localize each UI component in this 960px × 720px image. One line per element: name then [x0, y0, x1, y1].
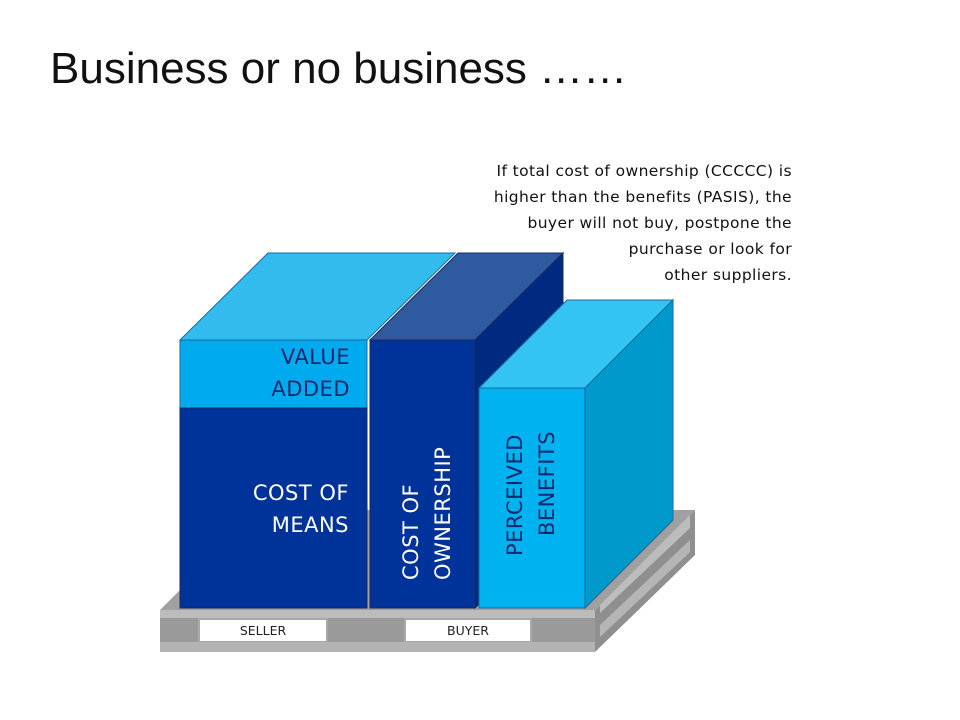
seller-plate [200, 620, 326, 641]
note-line: other suppliers. [664, 266, 792, 284]
pallet-plank [160, 610, 595, 618]
slide-title: Business or no business …… [50, 44, 628, 93]
pallet-side-slat [600, 540, 690, 637]
note-line: purchase or look for [628, 240, 792, 258]
value-added-label-line2: ADDED [271, 377, 350, 401]
value-added-label-line1: VALUE [281, 345, 350, 369]
note-line: If total cost of ownership (CCCCC) is [496, 162, 792, 180]
buyer-label: BUYER [447, 623, 489, 638]
benefits-label-line2: BENEFITS [535, 431, 559, 536]
ownership-label-line1: COST OF [399, 484, 423, 580]
perceived-benefits-box: PERCEIVED BENEFITS [477, 298, 675, 610]
pallet-plank [160, 642, 595, 652]
pallet-block [532, 618, 595, 642]
pallet-block [328, 618, 404, 642]
seller-box: VALUE ADDED COST OF MEANS [178, 252, 457, 609]
pallet-side-slat [600, 515, 690, 613]
pallet-block [160, 618, 198, 642]
value-added-block [179, 339, 368, 409]
buyer-plate [406, 620, 530, 641]
cost-of-means-block [179, 407, 368, 609]
seller-label: SELLER [240, 623, 287, 638]
note-line: buyer will not buy, postpone the [527, 214, 792, 232]
ownership-label-line2: OWNERSHIP [431, 447, 455, 580]
cost-of-means-label-line1: COST OF [253, 481, 349, 505]
note-text: If total cost of ownership (CCCCC) is hi… [380, 158, 792, 288]
cost-of-means-label-line2: MEANS [272, 513, 349, 537]
note-line: higher than the benefits (PASIS), the [493, 188, 792, 206]
benefits-label-line1: PERCEIVED [503, 434, 527, 556]
ownership-box-front [369, 339, 476, 609]
benefits-box-front [478, 387, 586, 609]
